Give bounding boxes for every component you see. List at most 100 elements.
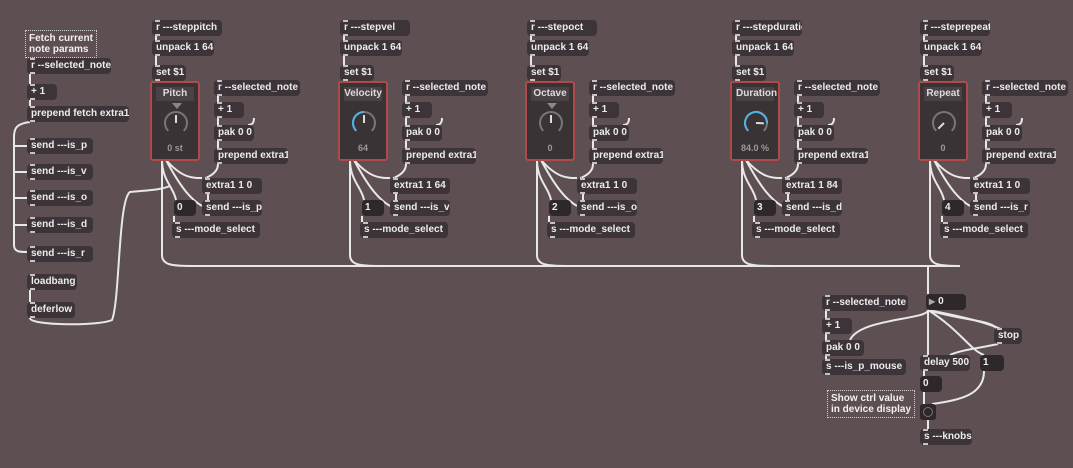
bottom-receive-selected-note[interactable]: r --selected_note bbox=[822, 295, 908, 311]
col3-mode-number[interactable]: 3 bbox=[754, 200, 776, 216]
col3-plus-one[interactable]: + 1 bbox=[794, 102, 824, 118]
col1-extra-message[interactable]: extra1 1 64 bbox=[390, 178, 450, 194]
loadbang-object[interactable]: loadbang bbox=[27, 274, 77, 290]
col4-mode-send[interactable]: s ---mode_select bbox=[940, 222, 1028, 238]
col0-unpack[interactable]: unpack 1 64 bbox=[152, 40, 214, 56]
col4-pak[interactable]: pak 0 0 bbox=[982, 125, 1022, 141]
col0-receive[interactable]: r ---steppitch bbox=[152, 20, 222, 36]
send-knobs[interactable]: s ---knobs bbox=[920, 429, 972, 445]
patch-cord bbox=[247, 117, 255, 126]
col0-dial-knob[interactable] bbox=[162, 109, 190, 137]
prepend-fetch-object[interactable]: prepend fetch extra1 bbox=[27, 106, 129, 122]
col2-plus-one[interactable]: + 1 bbox=[589, 102, 619, 118]
col1-mode-number[interactable]: 1 bbox=[362, 200, 384, 216]
patch-cord bbox=[622, 117, 630, 126]
col1-unpack[interactable]: unpack 1 64 bbox=[340, 40, 402, 56]
col0-receive-selected-note[interactable]: r --selected_note bbox=[214, 80, 300, 96]
col2-pak[interactable]: pak 0 0 bbox=[589, 125, 629, 141]
send-is-d[interactable]: send ---is_d bbox=[27, 217, 93, 233]
col3-pak[interactable]: pak 0 0 bbox=[794, 125, 834, 141]
col1-receive[interactable]: r ---stepvel bbox=[340, 20, 410, 36]
delay-object[interactable]: delay 500 bbox=[920, 355, 970, 371]
col4-unpack[interactable]: unpack 1 64 bbox=[920, 40, 982, 56]
send-is-p[interactable]: send ---is_p bbox=[27, 138, 93, 154]
send-is-o[interactable]: send ---is_o bbox=[27, 190, 93, 206]
col2-send[interactable]: send ---is_o bbox=[577, 200, 637, 216]
col4-dial-label: Repeat bbox=[924, 87, 962, 101]
col3-set-message[interactable]: set $1 bbox=[732, 65, 766, 81]
col4-receive[interactable]: r ---steprepeat bbox=[920, 20, 990, 36]
col0-pak[interactable]: pak 0 0 bbox=[214, 125, 254, 141]
col1-dial-knob[interactable] bbox=[350, 109, 378, 137]
col0-extra-message[interactable]: extra1 1 0 bbox=[202, 178, 262, 194]
bottom-pak[interactable]: pak 0 0 bbox=[822, 340, 864, 356]
patch-cord bbox=[1015, 117, 1023, 126]
col3-receive[interactable]: r ---stepduration bbox=[732, 20, 802, 36]
col4-extra-message[interactable]: extra1 1 0 bbox=[970, 178, 1030, 194]
one-message[interactable]: 1 bbox=[980, 355, 1004, 371]
col0-mode-send[interactable]: s ---mode_select bbox=[172, 222, 260, 238]
patch-cord bbox=[540, 159, 578, 179]
col1-send[interactable]: send ---is_v bbox=[390, 200, 450, 216]
col2-extra-message[interactable]: extra1 1 0 bbox=[577, 178, 637, 194]
send-is-v[interactable]: send ---is_v bbox=[27, 164, 93, 180]
col1-dial-label: Velocity bbox=[344, 87, 382, 101]
col2-mode-send[interactable]: s ---mode_select bbox=[547, 222, 635, 238]
col1-plus-one[interactable]: + 1 bbox=[402, 102, 432, 118]
col2-mode-number[interactable]: 2 bbox=[549, 200, 571, 216]
col0-set-message[interactable]: set $1 bbox=[152, 65, 186, 81]
col4-dial-knob[interactable] bbox=[930, 109, 958, 137]
zero-message[interactable]: 0 bbox=[920, 376, 942, 392]
bottom-plus-one[interactable]: + 1 bbox=[822, 318, 852, 334]
col0-plus-one[interactable]: + 1 bbox=[214, 102, 244, 118]
main-number-box[interactable]: ▶0 bbox=[926, 294, 966, 310]
col2-unpack[interactable]: unpack 1 64 bbox=[527, 40, 589, 56]
col2-center-marker-icon bbox=[547, 103, 557, 109]
col1-mode-send[interactable]: s ---mode_select bbox=[360, 222, 448, 238]
col0-mode-number[interactable]: 0 bbox=[174, 200, 196, 216]
stop-message[interactable]: stop bbox=[994, 328, 1022, 344]
receive-selected-note[interactable]: r --selected_note bbox=[27, 58, 111, 74]
col4-mode-number[interactable]: 4 bbox=[942, 200, 964, 216]
col4-set-message[interactable]: set $1 bbox=[920, 65, 954, 81]
col1-receive-selected-note[interactable]: r --selected_note bbox=[402, 80, 488, 96]
patch-cord bbox=[353, 159, 391, 179]
send-is-p-mouse[interactable]: s ---is_p_mouse bbox=[822, 359, 906, 375]
col3-receive-selected-note[interactable]: r --selected_note bbox=[794, 80, 880, 96]
col3-prepend[interactable]: prepend extra1 bbox=[794, 148, 868, 164]
col1-pak[interactable]: pak 0 0 bbox=[402, 125, 442, 141]
send-is-r[interactable]: send ---is_r bbox=[27, 246, 93, 262]
col3-mode-send[interactable]: s ---mode_select bbox=[752, 222, 840, 238]
col4-prepend[interactable]: prepend extra1 bbox=[982, 148, 1056, 164]
col2-dial-knob[interactable] bbox=[537, 109, 565, 137]
col2-dial-label: Octave bbox=[531, 87, 569, 101]
col3-unpack[interactable]: unpack 1 64 bbox=[732, 40, 794, 56]
deferlow-object[interactable]: deferlow bbox=[27, 302, 75, 318]
col3-extra-message[interactable]: extra1 1 84 bbox=[782, 178, 842, 194]
col4-send[interactable]: send ---is_r bbox=[970, 200, 1030, 216]
col4-plus-one[interactable]: + 1 bbox=[982, 102, 1012, 118]
col1-set-message[interactable]: set $1 bbox=[340, 65, 374, 81]
patch-cord bbox=[929, 159, 945, 201]
col0-prepend[interactable]: prepend extra1 bbox=[214, 148, 288, 164]
col3-send[interactable]: send ---is_d bbox=[782, 200, 842, 216]
col2-prepend[interactable]: prepend extra1 bbox=[589, 148, 663, 164]
col2-set-message[interactable]: set $1 bbox=[527, 65, 561, 81]
patch-cord bbox=[827, 117, 835, 126]
patch-cord bbox=[745, 159, 783, 179]
col4-receive-selected-note[interactable]: r --selected_note bbox=[982, 80, 1068, 96]
col0-send[interactable]: send ---is_p bbox=[202, 200, 262, 216]
col2-receive[interactable]: r ---stepoct bbox=[527, 20, 597, 36]
plus-one-object[interactable]: + 1 bbox=[27, 84, 57, 100]
gate-toggle[interactable] bbox=[920, 404, 936, 420]
col3-dial-knob[interactable] bbox=[742, 109, 770, 137]
col2-receive-selected-note[interactable]: r --selected_note bbox=[589, 80, 675, 96]
patch-cord bbox=[741, 159, 757, 201]
col1-prepend[interactable]: prepend extra1 bbox=[402, 148, 476, 164]
